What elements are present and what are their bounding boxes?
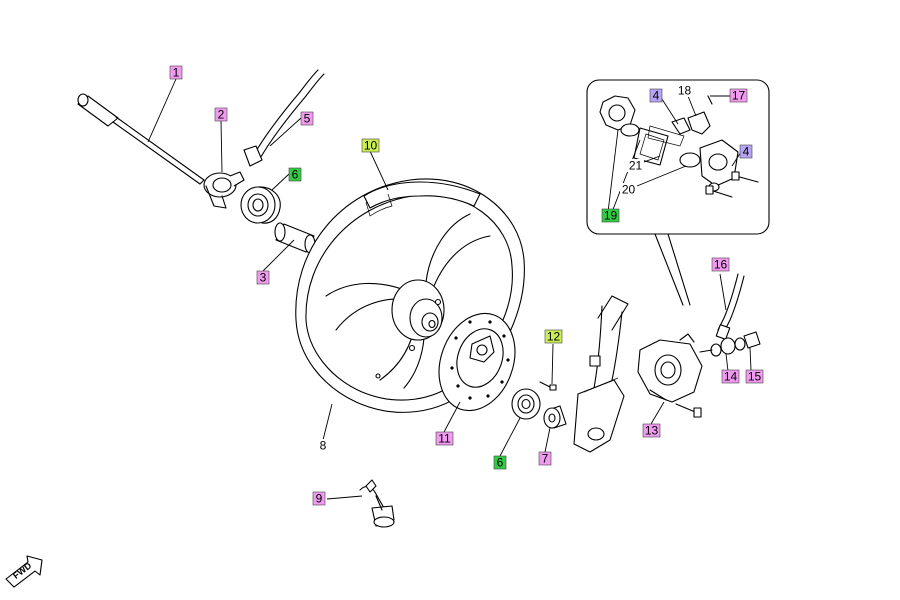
speedometer-cable — [243, 69, 325, 167]
callout-number: 6 — [497, 456, 504, 470]
callout-c3: 3 — [256, 271, 270, 285]
callout-c4b: 4 — [739, 145, 753, 159]
callout-number: 19 — [604, 209, 618, 223]
callout-number: 5 — [304, 112, 311, 126]
forward-direction-marker: FWD — [5, 555, 43, 588]
callout-c1: 1 — [169, 66, 183, 80]
callout-c20: 20 — [620, 183, 637, 197]
callout-number: 12 — [547, 330, 561, 344]
callout-number: 18 — [678, 84, 692, 98]
callout-c10: 10 — [361, 139, 380, 153]
callout-number: 10 — [364, 139, 378, 153]
callout-c4a: 4 — [649, 89, 663, 103]
callout-number: 4 — [653, 89, 660, 103]
callout-c2: 2 — [214, 108, 228, 122]
forward-arrow-icon — [5, 555, 43, 588]
callout-number: 3 — [260, 271, 267, 285]
callout-c15: 15 — [745, 370, 764, 384]
callout-c8: 8 — [317, 439, 329, 453]
fork-leg — [573, 295, 629, 453]
callout-number: 8 — [320, 439, 327, 453]
tyre-valve — [359, 479, 395, 528]
axle-spacer — [274, 222, 316, 254]
callout-c7: 7 — [538, 452, 552, 466]
brake-hose — [699, 273, 761, 357]
caliper-detail-inset — [586, 79, 770, 306]
brake-disc — [438, 312, 516, 412]
callout-number: 9 — [316, 492, 323, 506]
callout-c6b: 6 — [493, 456, 507, 470]
callout-c11: 11 — [435, 432, 454, 446]
callout-c21: 21 — [627, 159, 644, 173]
callout-c14: 14 — [721, 370, 740, 384]
wheel-bearing-right — [511, 388, 541, 420]
callout-number: 2 — [218, 108, 225, 122]
callout-number: 11 — [438, 432, 451, 446]
callout-c6a: 6 — [288, 168, 302, 182]
callout-c18: 18 — [676, 84, 693, 98]
callout-labels: 1 2 3 5 6 10 8 11 6 7 12 9 13 14 15 16 4… — [169, 66, 764, 506]
callout-c13: 13 — [642, 424, 661, 438]
callout-number: 16 — [714, 258, 728, 272]
brake-caliper — [637, 333, 703, 418]
disc-bolt — [539, 381, 557, 391]
callout-number: 6 — [292, 168, 299, 182]
wheel-bearing-left — [240, 186, 281, 224]
callout-number: 21 — [629, 159, 643, 173]
callout-number: 13 — [645, 424, 659, 438]
callout-number: 14 — [724, 370, 738, 384]
callout-c17: 17 — [729, 89, 748, 103]
callout-number: 17 — [732, 89, 746, 103]
callout-c19: 19 — [601, 209, 620, 223]
callout-number: 20 — [622, 183, 636, 197]
wheel-spacer — [543, 405, 567, 429]
callout-number: 15 — [748, 370, 762, 384]
callout-number: 1 — [173, 66, 180, 80]
callout-number: 4 — [743, 145, 750, 159]
callout-c9: 9 — [312, 492, 326, 506]
front-axle — [77, 93, 205, 185]
callout-number: 7 — [542, 452, 549, 466]
callout-c12: 12 — [544, 330, 563, 344]
callout-c5: 5 — [300, 112, 314, 126]
callout-c16: 16 — [711, 258, 730, 272]
leader-lines — [147, 78, 752, 500]
speedometer-drive — [203, 171, 245, 209]
